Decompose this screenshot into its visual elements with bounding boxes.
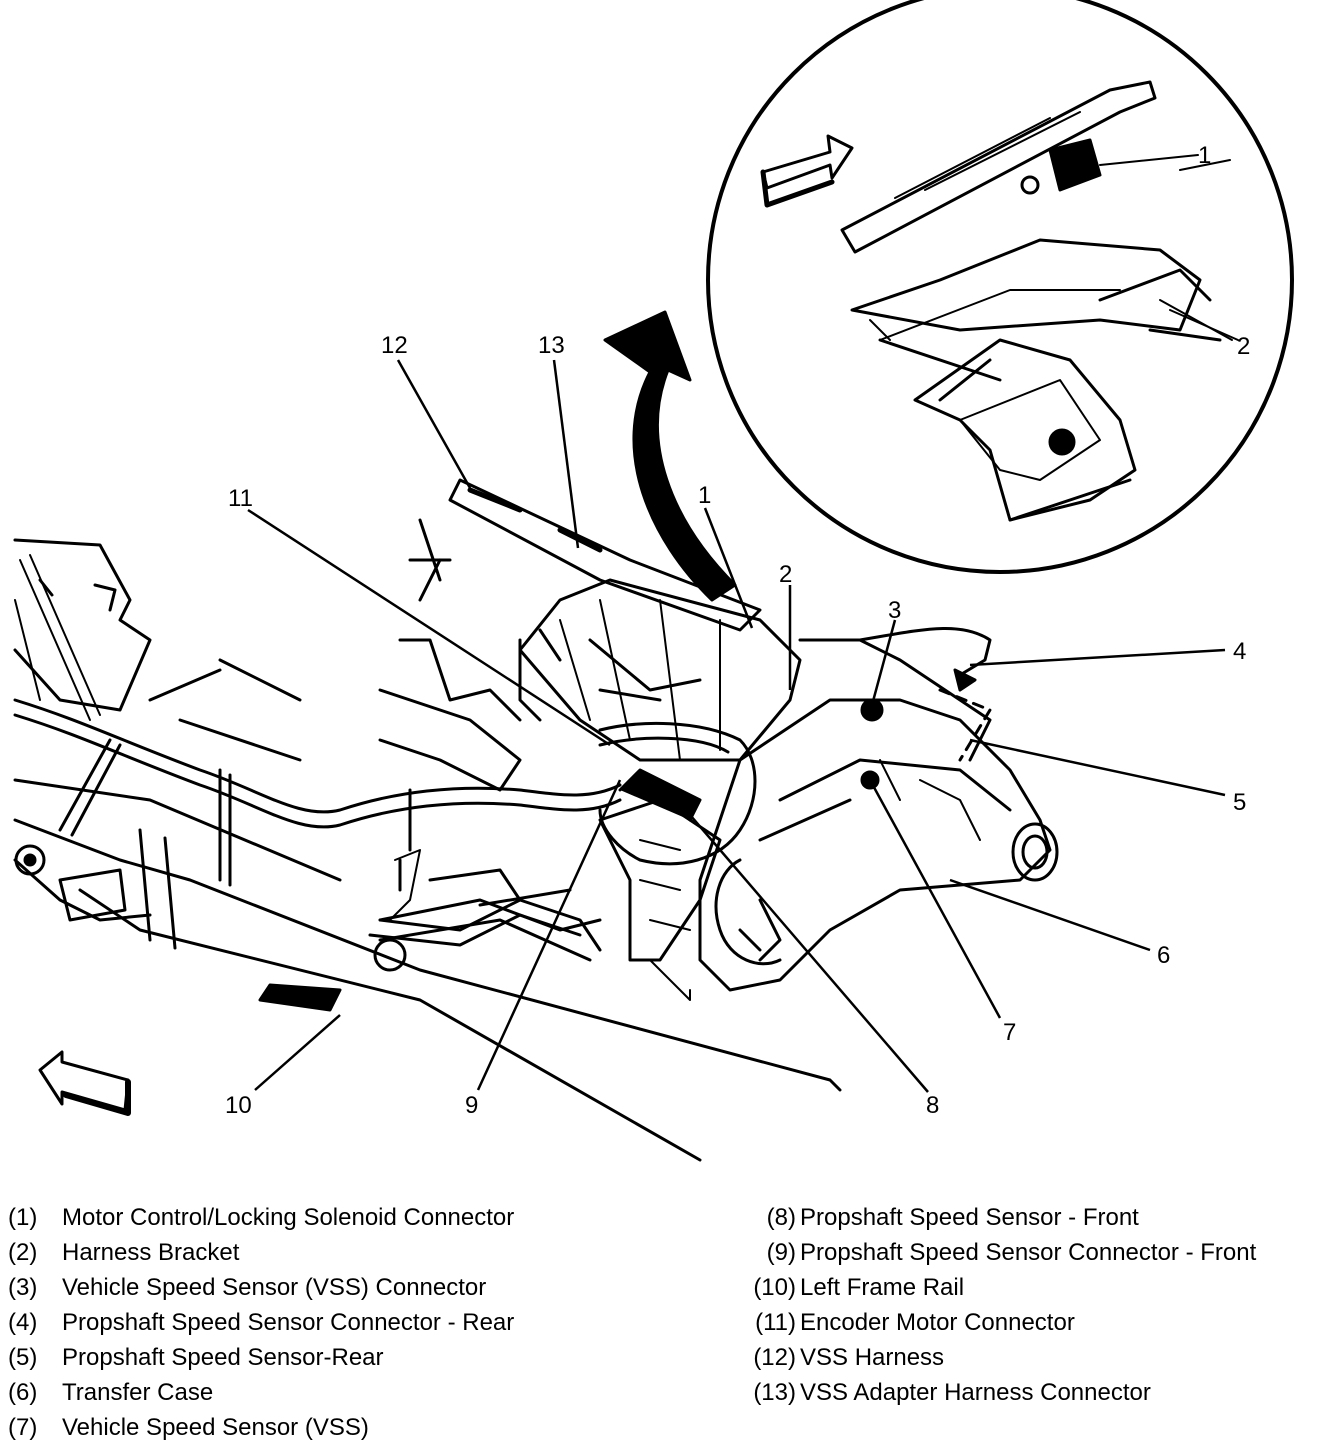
legend-label: Motor Control/Locking Solenoid Connector bbox=[62, 1204, 515, 1231]
inset-detail bbox=[706, 0, 1294, 574]
legend-item: (4) Propshaft Speed Sensor Connector - Re… bbox=[8, 1305, 514, 1340]
legend-num: (7) bbox=[8, 1414, 38, 1441]
legend-num: (4) bbox=[8, 1309, 38, 1336]
callout-8: 8 bbox=[926, 1092, 939, 1119]
legend-item: (5) Propshaft Speed Sensor-Rear bbox=[8, 1340, 514, 1375]
front-propshaft bbox=[598, 768, 722, 1001]
legend-item: (12)VSS Harness bbox=[726, 1340, 1256, 1375]
legend-right: (8)Propshaft Speed Sensor - Front (9)Pro… bbox=[726, 1200, 1256, 1410]
legend-num: (13) bbox=[753, 1379, 796, 1406]
transfer-case bbox=[698, 626, 1059, 992]
legend-label: Propshaft Speed Sensor-Rear bbox=[62, 1344, 384, 1371]
legend-item: (10)Left Frame Rail bbox=[726, 1270, 1256, 1305]
callout-1: 1 bbox=[698, 482, 711, 509]
legend-label: Propshaft Speed Sensor Connector - Front bbox=[800, 1239, 1257, 1266]
callout-1-inset: 1 bbox=[1198, 142, 1211, 169]
legend-num: (8) bbox=[766, 1204, 796, 1231]
legend-item: (3) Vehicle Speed Sensor (VSS) Connector bbox=[8, 1270, 514, 1305]
legend-item: (11)Encoder Motor Connector bbox=[726, 1305, 1256, 1340]
legend-num: (12) bbox=[753, 1344, 796, 1371]
callout-12: 12 bbox=[381, 332, 408, 359]
legend-label: Vehicle Speed Sensor (VSS) bbox=[62, 1414, 369, 1441]
wiring-harness bbox=[13, 698, 757, 972]
legend-item: (9)Propshaft Speed Sensor Connector - Fr… bbox=[726, 1235, 1257, 1270]
callout-4: 4 bbox=[1233, 638, 1246, 665]
component-diagram: 1 2 1 2 3 4 5 6 7 8 9 10 11 12 13 bbox=[13, 0, 1294, 1162]
legend-num: (10) bbox=[753, 1274, 796, 1301]
callout-13: 13 bbox=[538, 332, 565, 359]
legend-num: (6) bbox=[8, 1379, 38, 1406]
leader-lines bbox=[247, 359, 1226, 1093]
legend-num: (3) bbox=[8, 1274, 38, 1301]
legend-num: (11) bbox=[755, 1309, 796, 1336]
legend-label: Propshaft Speed Sensor Connector - Rear bbox=[62, 1309, 515, 1336]
curved-arrow bbox=[603, 310, 737, 602]
legend-item: (6) Transfer Case bbox=[8, 1375, 514, 1410]
legend-label: Harness Bracket bbox=[62, 1239, 240, 1266]
legend-item: (13)VSS Adapter Harness Connector bbox=[726, 1375, 1256, 1410]
callout-5: 5 bbox=[1233, 789, 1246, 816]
legend-label: Left Frame Rail bbox=[800, 1274, 965, 1301]
callout-3: 3 bbox=[888, 597, 901, 624]
callout-2-inset: 2 bbox=[1237, 333, 1250, 360]
legend-label: Transfer Case bbox=[62, 1379, 214, 1406]
legend-num: (2) bbox=[8, 1239, 38, 1266]
callout-11: 11 bbox=[228, 485, 253, 512]
callout-7: 7 bbox=[1003, 1019, 1016, 1046]
callout-6: 6 bbox=[1157, 942, 1170, 969]
legend-num: (5) bbox=[8, 1344, 38, 1371]
legend-item: (8)Propshaft Speed Sensor - Front bbox=[726, 1200, 1256, 1235]
legend-label: VSS Harness bbox=[800, 1344, 945, 1371]
legend-item: (7) Vehicle Speed Sensor (VSS) bbox=[8, 1410, 514, 1445]
legend-label: Encoder Motor Connector bbox=[800, 1309, 1075, 1336]
legend-label: VSS Adapter Harness Connector bbox=[800, 1379, 1151, 1406]
legend-num: (1) bbox=[8, 1204, 38, 1231]
legend-label: Propshaft Speed Sensor - Front bbox=[800, 1204, 1139, 1231]
callout-2: 2 bbox=[779, 561, 792, 588]
legend-item: (2) Harness Bracket bbox=[8, 1235, 514, 1270]
legend-num: (9) bbox=[766, 1239, 796, 1266]
transmission bbox=[378, 478, 802, 792]
front-arrow bbox=[38, 1050, 131, 1116]
legend-left: (1) Motor Control/Locking Solenoid Connec… bbox=[8, 1200, 514, 1445]
chassis bbox=[13, 538, 842, 1162]
callout-9: 9 bbox=[465, 1092, 478, 1119]
callout-10: 10 bbox=[225, 1092, 252, 1119]
legend-item: (1) Motor Control/Locking Solenoid Connec… bbox=[8, 1200, 514, 1235]
legend-label: Vehicle Speed Sensor (VSS) Connector bbox=[62, 1274, 487, 1301]
